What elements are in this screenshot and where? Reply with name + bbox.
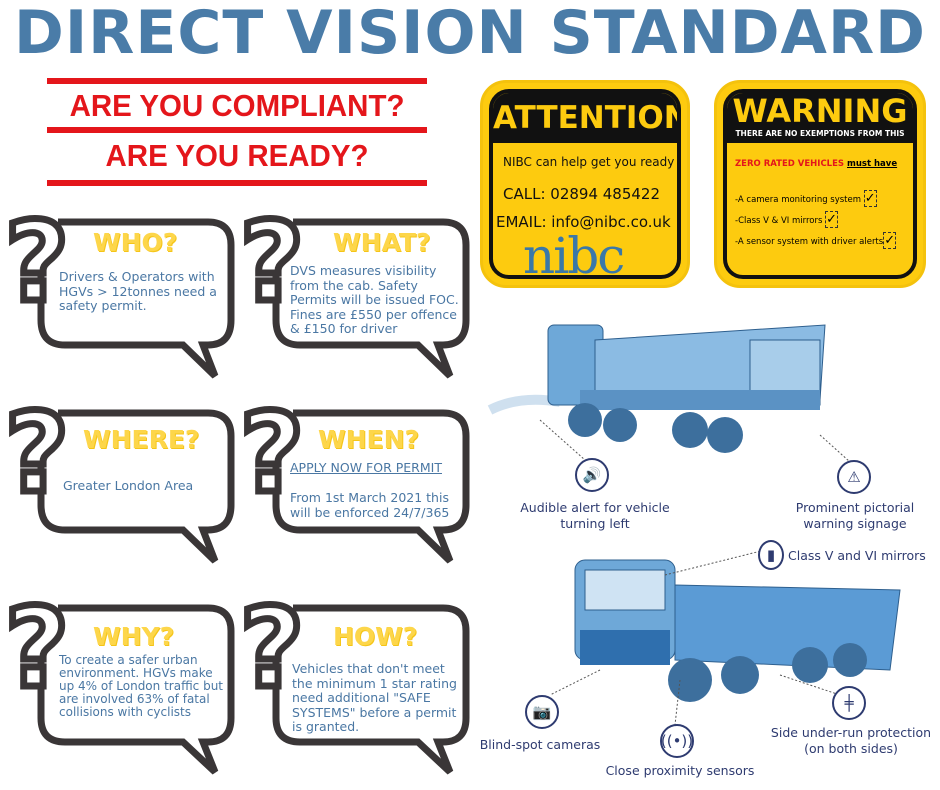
- speech-bubble-icon: ?: [238, 395, 470, 564]
- warning-sign: WARNING THERE ARE NO EXEMPTIONS FROM THI…: [714, 80, 926, 288]
- checklist-item: -A sensor system with driver alerts✓: [735, 232, 897, 249]
- bubble-when: ? WHEN? APPLY NOW FOR PERMIT From 1st Ma…: [238, 395, 478, 575]
- banner-line-2: ARE YOU READY?: [105, 138, 369, 173]
- must-have-label: must have: [847, 159, 898, 169]
- phone-number[interactable]: CALL: 02894 485422: [503, 185, 661, 203]
- checklist-text: -Class V & VI mirrors: [735, 216, 823, 226]
- zero-rated-label: ZERO RATED VEHICLES: [735, 159, 845, 169]
- feature-cameras: Blind-spot cameras: [479, 737, 601, 752]
- page-title: DIRECT VISION STANDARD: [14, 0, 926, 68]
- feature-sensors: Close proximity sensors: [605, 763, 755, 778]
- bubble-heading: WHERE?: [83, 425, 200, 454]
- bubble-text: To create a safer urban environment. HGV…: [59, 653, 224, 719]
- bubble-text: DVS measures visibility from the cab. Sa…: [290, 263, 459, 336]
- warning-heading: WARNING: [732, 92, 908, 130]
- warning-header: WARNING THERE ARE NO EXEMPTIONS FROM THI…: [727, 93, 913, 143]
- speaker-icon: 🔊: [575, 458, 609, 492]
- checkmark-icon: ✓: [825, 211, 839, 228]
- attention-heading: ATTENTION: [493, 93, 677, 143]
- speech-bubble-icon: ?: [3, 395, 235, 564]
- bubble-what: ? WHAT? DVS measures visibility from the…: [238, 200, 478, 380]
- truck-illustrations: [487, 324, 901, 726]
- divider: [47, 127, 427, 133]
- svg-text:?: ?: [240, 200, 304, 326]
- warning-subheading: THERE ARE NO EXEMPTIONS FROM THIS: [735, 129, 905, 138]
- bubble-heading: WHEN?: [318, 425, 420, 454]
- front-truck-icon: [574, 559, 901, 702]
- bubble-text: Greater London Area: [63, 478, 194, 493]
- bubble-where: ? WHERE? Greater London Area: [3, 395, 243, 575]
- bubble-heading: WHO?: [93, 228, 178, 257]
- svg-text:?: ?: [240, 395, 304, 517]
- rear-truck-icon: [487, 324, 826, 453]
- divider: [47, 78, 427, 84]
- svg-text:?: ?: [5, 200, 69, 326]
- sensor-icon: ((•)): [660, 724, 694, 758]
- feature-mirrors: Class V and VI mirrors: [788, 548, 926, 563]
- bubble-text: Vehicles that don't meet the minimum 1 s…: [292, 661, 457, 734]
- banner-line-1: ARE YOU COMPLIANT?: [69, 88, 405, 123]
- checklist-item: -Class V & VI mirrors ✓: [735, 211, 839, 228]
- email-address[interactable]: EMAIL: info@nibc.co.uk: [496, 213, 671, 231]
- zero-rated-line: ZERO RATED VEHICLES must have: [735, 159, 897, 169]
- bubble-text: Drivers & Operators with HGVs > 12tonnes…: [59, 269, 217, 313]
- bubble-how: ? HOW? Vehicles that don't meet the mini…: [238, 590, 478, 775]
- speech-bubble-icon: ?: [3, 590, 235, 775]
- checkmark-icon: ✓: [883, 232, 897, 249]
- speech-bubble-icon: ?: [238, 200, 470, 379]
- speech-bubble-icon: ?: [3, 200, 235, 379]
- divider: [47, 180, 427, 186]
- bubble-heading: HOW?: [333, 622, 418, 651]
- checklist-text: -A sensor system with driver alerts: [735, 237, 884, 247]
- checklist-item: -A camera monitoring system ✓: [735, 190, 877, 207]
- attention-line: NIBC can help get you ready: [503, 155, 675, 169]
- bubble-heading: WHAT?: [333, 228, 431, 257]
- attention-sign: ATTENTION NIBC can help get you ready CA…: [480, 80, 690, 288]
- apply-permit-link[interactable]: APPLY NOW FOR PERMIT: [290, 460, 442, 475]
- checkmark-icon: ✓: [863, 190, 877, 207]
- bubble-who: ? WHO? Drivers & Operators with HGVs > 1…: [3, 200, 243, 380]
- feature-underrun: Side under-run protection (on both sides…: [770, 725, 932, 756]
- speech-bubble-icon: ?: [238, 590, 470, 775]
- underrun-guard-icon: ╪: [832, 686, 866, 720]
- feature-warning-signage: Prominent pictorial warning signage: [795, 500, 915, 531]
- feature-audible-alert: Audible alert for vehicle turning left: [520, 500, 670, 531]
- bubble-why: ? WHY? To create a safer urban environme…: [3, 590, 243, 775]
- warning-triangle-icon: ⚠: [837, 460, 871, 494]
- nibc-logo: nibc: [523, 227, 625, 279]
- bubble-text: From 1st March 2021 this will be enforce…: [290, 490, 450, 520]
- checklist-text: -A camera monitoring system: [735, 195, 862, 205]
- svg-text:?: ?: [5, 395, 69, 517]
- svg-text:?: ?: [5, 590, 69, 712]
- bubble-heading: WHY?: [93, 622, 175, 651]
- camera-icon: 📷: [525, 695, 559, 729]
- mirror-icon: ▮: [758, 540, 784, 570]
- svg-text:?: ?: [240, 590, 304, 712]
